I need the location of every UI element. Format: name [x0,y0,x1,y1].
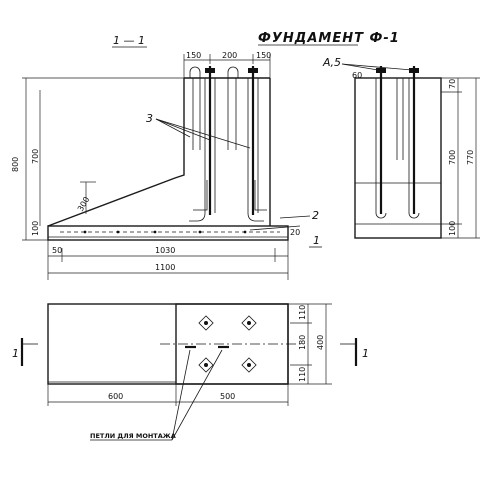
dim-1030: 1030 [155,246,175,255]
callout-3-label: 3 [146,112,153,125]
section-title: 1 — 1 [113,34,145,47]
note-leader-left [171,349,191,441]
section-title-group: 1 — 1 [112,34,147,48]
anchor-symbol [198,357,214,373]
dim-side-770: 770 [466,150,475,165]
dim-60: 60 [352,71,362,80]
foundation-title: ФУНДАМЕНТ Ф-1 [258,31,400,46]
side-view: А,5 60 70 700 100 770 [322,56,480,239]
dim-side-700: 700 [448,150,457,165]
loop-right [227,66,239,78]
callout-2-leader-b [249,225,301,231]
dim-700: 700 [31,149,40,164]
dim-side-70: 70 [448,79,457,89]
rebar-dot [243,230,247,234]
anchor-symbol [241,315,257,331]
pedestal-slope-edge [47,78,185,227]
dim-50: 50 [52,246,62,255]
dim-plan-180: 180 [298,335,307,350]
dim-1100: 1100 [155,263,175,272]
dim-plan-110-bottom: 110 [298,367,307,382]
side-body [354,77,442,239]
anchor-symbol [241,357,257,373]
note-lifting-loops: ПЕТЛИ ДЛЯ МОНТАЖА [90,432,176,440]
dim-plan-400: 400 [316,335,325,350]
side-nut-right [409,68,419,73]
side-sleeve-left [375,78,387,219]
dim-150-right: 150 [256,51,271,60]
side-nut-left [376,68,386,73]
foundation-title-group: ФУНДАМЕНТ Ф-1 [258,31,400,46]
dim-800: 800 [11,157,20,172]
section-dimensions: 150 200 150 800 700 100 300 50 1030 1100… [11,51,300,280]
callout-2-leader [279,215,311,219]
plan-view: 600 500 110 180 110 400 1 1 ПЕТЛИ ДЛЯ МО… [12,303,369,441]
dim-100: 100 [31,221,40,236]
loop-left [189,66,201,78]
rebar-dot [153,230,157,234]
callout-3-leader-b [155,118,211,141]
base-slab [47,225,289,241]
dim-200: 200 [222,51,237,60]
dim-side-100: 100 [448,221,457,236]
dim-20: 20 [290,228,300,237]
callout-a5-leader [341,63,379,71]
rebar-dot [83,230,87,234]
bent-bar-right [254,180,267,211]
side-sleeve-right [408,78,420,219]
callout-2-label: 2 [312,209,319,222]
callout-3-leader-c [155,118,251,149]
rebar-dot [116,230,120,234]
anchor-symbol [198,315,214,331]
callout-a5-label: А,5 [322,56,341,69]
callout-3-leader [155,118,191,138]
bolt-nut-left [205,68,215,73]
dim-plan-110-top: 110 [298,305,307,320]
bolt-nut-right [248,68,258,73]
bent-bar-left [193,180,208,211]
callout-a5-leader-b [341,63,413,71]
dim-600: 600 [108,392,123,401]
section-view: 3 2 1 [47,66,322,248]
bolt-sleeve-left [189,78,206,222]
plan-mark-left: 1 [12,347,19,360]
dim-500: 500 [220,392,235,401]
note-leader-right [171,349,223,441]
plan-mark-right: 1 [362,347,369,360]
dim-150-left: 150 [186,51,201,60]
bolt-sleeve-right [247,78,264,222]
section-mark-right: 1 [313,234,320,247]
rebar-dot [198,230,202,234]
